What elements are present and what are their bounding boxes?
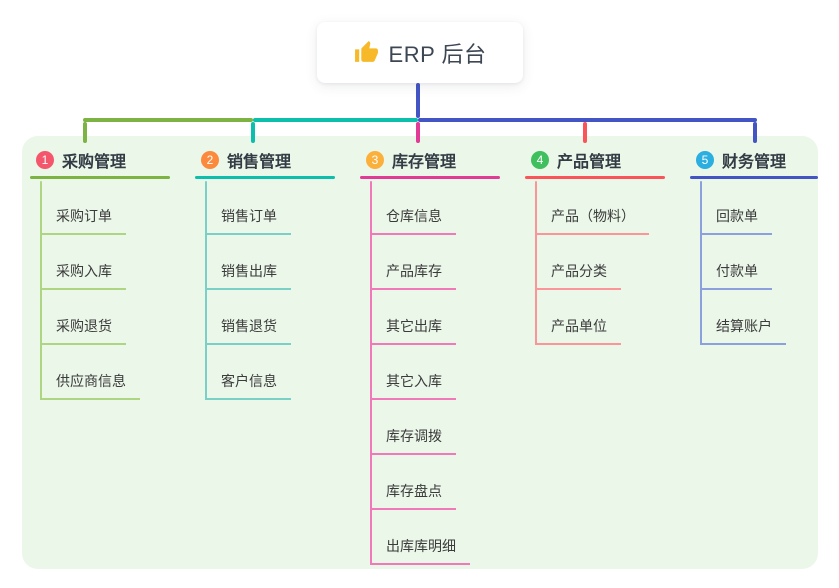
branch-drop-line	[416, 122, 420, 143]
child-node-label: 采购订单	[40, 206, 126, 235]
branch-label: 库存管理	[392, 154, 457, 171]
child-node[interactable]: 供应商信息	[40, 345, 140, 400]
branch-header-4[interactable]: 4 产品管理	[531, 147, 621, 173]
branch-drop-line	[753, 122, 757, 143]
branch-label: 产品管理	[557, 154, 622, 171]
child-node-label: 产品单位	[535, 316, 621, 345]
child-node-label: 库存盘点	[370, 481, 456, 510]
child-node[interactable]: 产品分类	[535, 235, 621, 290]
child-node-label: 产品库存	[370, 261, 456, 290]
branch-number-badge: 5	[696, 151, 714, 169]
child-spine-line	[370, 181, 372, 565]
child-node[interactable]: 销售退货	[205, 290, 291, 345]
bus-segment-green	[83, 118, 253, 122]
root-connector-line	[416, 83, 420, 118]
child-node[interactable]: 销售订单	[205, 180, 291, 235]
branch-header-underline	[360, 176, 500, 179]
child-node-label: 仓库信息	[370, 206, 456, 235]
child-node[interactable]: 客户信息	[205, 345, 291, 400]
bus-segment-blue	[418, 118, 757, 122]
thumbs-up-icon	[354, 40, 379, 65]
child-node[interactable]: 回款单	[700, 180, 772, 235]
child-node[interactable]: 采购订单	[40, 180, 126, 235]
branch-header-3[interactable]: 3 库存管理	[366, 147, 456, 173]
child-node-label: 采购入库	[40, 261, 126, 290]
child-node[interactable]: 其它出库	[370, 290, 456, 345]
branch-drop-line	[83, 122, 87, 143]
branch-header-5[interactable]: 5 财务管理	[696, 147, 786, 173]
branch-label: 销售管理	[227, 154, 292, 171]
branch-number-badge: 4	[531, 151, 549, 169]
child-spine-line	[700, 181, 702, 345]
branch-drop-line	[251, 122, 255, 143]
branch-header-underline	[30, 176, 170, 179]
child-node[interactable]: 采购入库	[40, 235, 126, 290]
child-node-label: 销售出库	[205, 261, 291, 290]
child-node-label: 付款单	[700, 261, 772, 290]
child-node[interactable]: 库存调拨	[370, 400, 456, 455]
branches-panel	[22, 136, 818, 569]
branch-number-badge: 2	[201, 151, 219, 169]
branch-number-badge: 3	[366, 151, 384, 169]
branch-number-badge: 1	[36, 151, 54, 169]
child-node-label: 客户信息	[205, 371, 291, 400]
root-node[interactable]: ERP 后台	[317, 22, 523, 83]
child-node-label: 其它入库	[370, 371, 456, 400]
branch-header-underline	[525, 176, 665, 179]
child-node[interactable]: 仓库信息	[370, 180, 456, 235]
child-node-label: 采购退货	[40, 316, 126, 345]
child-node[interactable]: 产品（物料）	[535, 180, 649, 235]
child-node[interactable]: 付款单	[700, 235, 772, 290]
child-node[interactable]: 产品单位	[535, 290, 621, 345]
child-spine-line	[40, 181, 42, 400]
child-spine-line	[535, 181, 537, 345]
branch-drop-line	[583, 122, 587, 143]
root-node-label: ERP 后台	[388, 41, 487, 67]
branch-header-1[interactable]: 1 采购管理	[36, 147, 126, 173]
child-node-label: 产品分类	[535, 261, 621, 290]
child-node-label: 结算账户	[700, 316, 786, 345]
child-node-label: 出库库明细	[370, 536, 470, 565]
child-node[interactable]: 结算账户	[700, 290, 786, 345]
child-node[interactable]: 出库库明细	[370, 510, 470, 565]
child-spine-line	[205, 181, 207, 400]
bus-segment-teal	[253, 118, 418, 122]
child-node-label: 库存调拨	[370, 426, 456, 455]
child-node-label: 产品（物料）	[535, 206, 649, 235]
child-node[interactable]: 销售出库	[205, 235, 291, 290]
child-node-label: 其它出库	[370, 316, 456, 345]
branch-header-underline	[195, 176, 335, 179]
branch-header-underline	[690, 176, 818, 179]
child-node-label: 销售退货	[205, 316, 291, 345]
child-node[interactable]: 其它入库	[370, 345, 456, 400]
child-node[interactable]: 采购退货	[40, 290, 126, 345]
branch-label: 财务管理	[722, 154, 787, 171]
child-node[interactable]: 库存盘点	[370, 455, 456, 510]
child-node-label: 销售订单	[205, 206, 291, 235]
branch-header-2[interactable]: 2 销售管理	[201, 147, 291, 173]
branch-label: 采购管理	[62, 154, 127, 171]
child-node-label: 供应商信息	[40, 371, 140, 400]
child-node[interactable]: 产品库存	[370, 235, 456, 290]
child-node-label: 回款单	[700, 206, 772, 235]
